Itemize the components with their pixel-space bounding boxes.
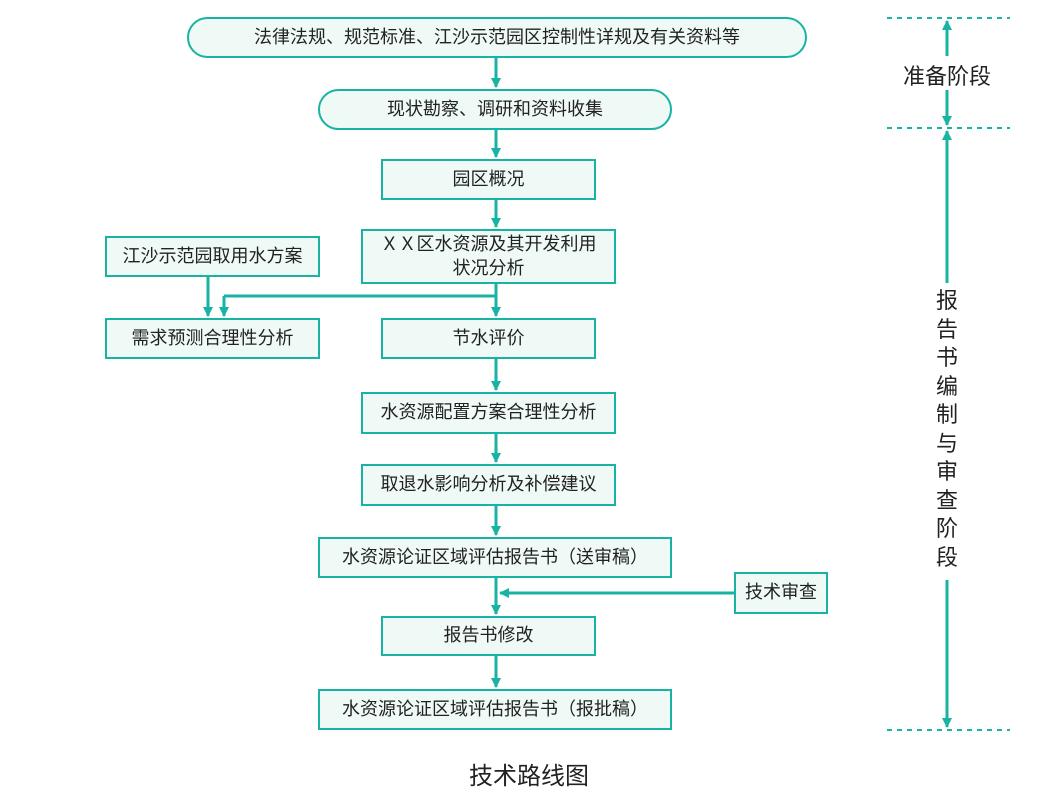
node-tech-review: 技术审查	[734, 572, 828, 614]
node-saving: 节水评价	[381, 318, 596, 359]
node-water-resources: ＸＸ区水资源及其开发利用 状况分析	[361, 229, 616, 284]
diagram-caption: 技术路线图	[469, 762, 589, 790]
node-revise: 报告书修改	[381, 616, 596, 656]
node-impact: 取退水影响分析及补偿建议	[361, 464, 616, 506]
phase-prep-label: 准备阶段	[902, 65, 991, 90]
phase-compile-label: 报告书编制与审查阶段	[935, 289, 958, 571]
node-allocation: 水资源配置方案合理性分析	[361, 392, 616, 434]
node-overview: 园区概况	[381, 159, 596, 200]
node-demand: 需求预测合理性分析	[105, 318, 320, 359]
node-survey: 现状勘察、调研和资料收集	[318, 89, 672, 130]
node-report-final: 水资源论证区域评估报告书（报批稿）	[318, 689, 672, 730]
node-water-plan: 江沙示范园取用水方案	[105, 236, 320, 277]
node-laws: 法律法规、规范标准、江沙示范园区控制性详规及有关资料等	[187, 17, 807, 58]
node-report-review: 水资源论证区域评估报告书（送审稿）	[318, 537, 672, 578]
